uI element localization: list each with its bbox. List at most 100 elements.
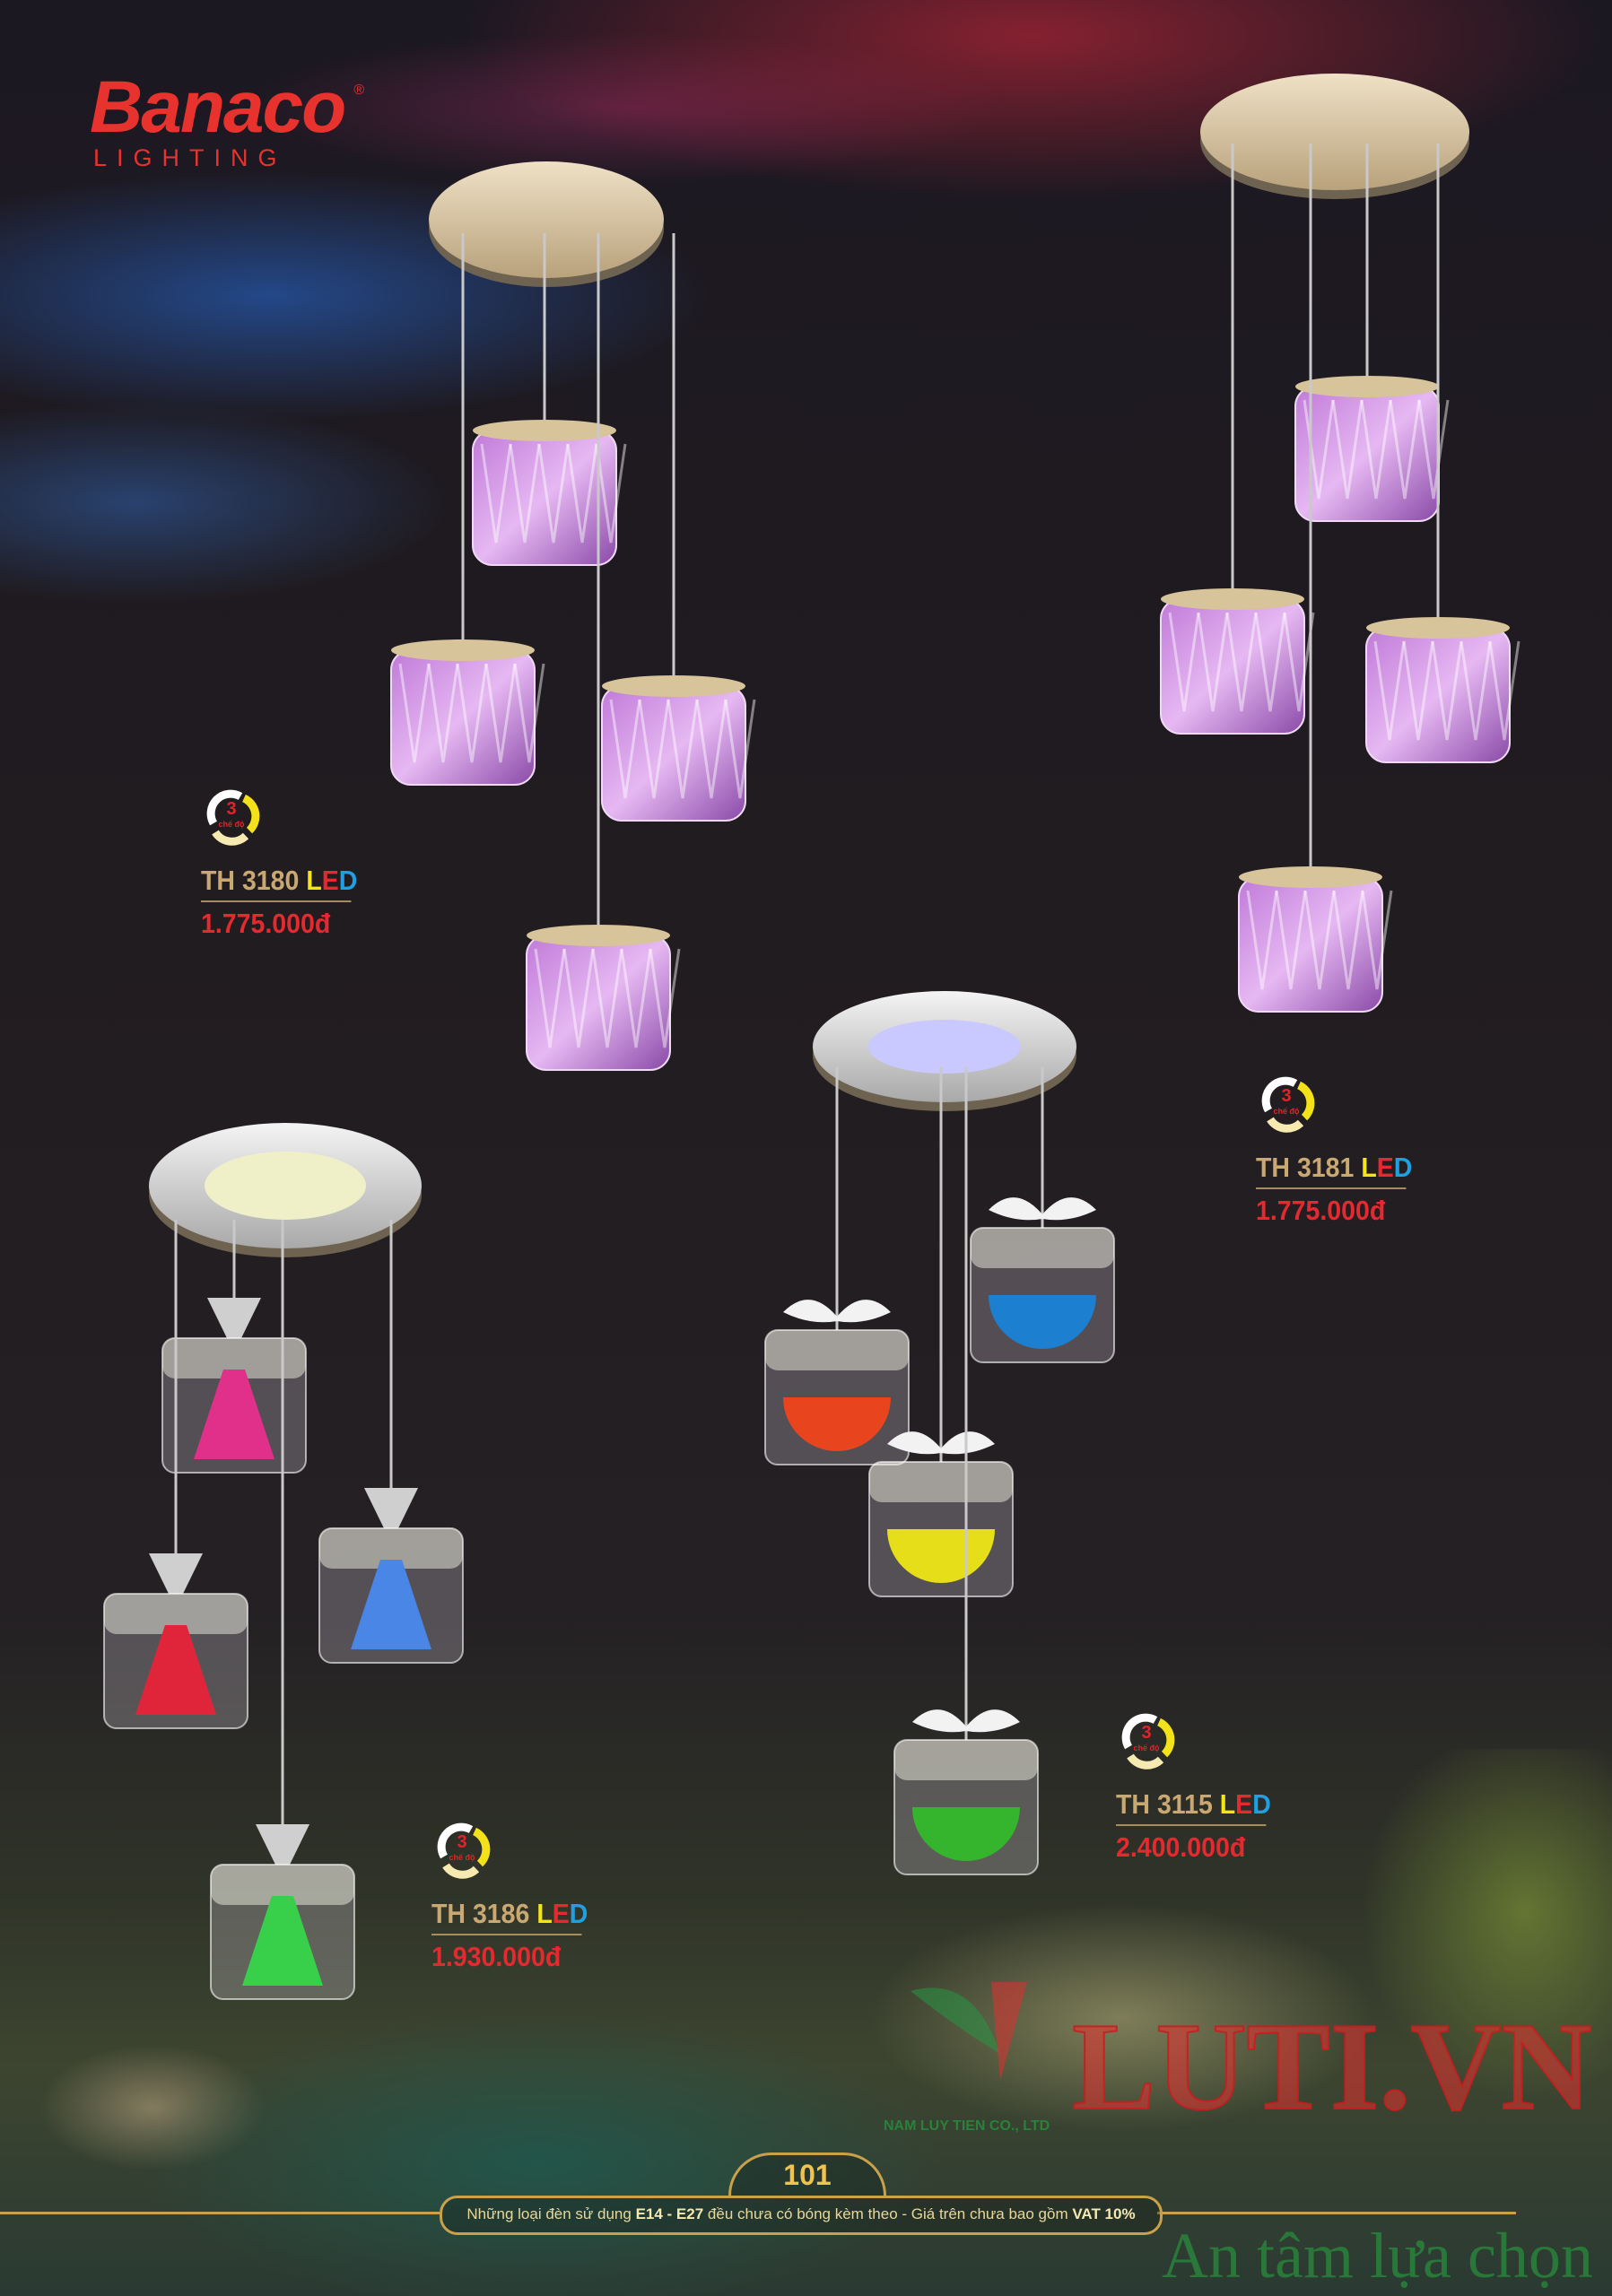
crystal-facet	[1303, 399, 1335, 500]
product-price: 1.775.000đ	[1256, 1195, 1386, 1226]
watermark-slogan: An tâm lựa chọn	[1162, 2220, 1593, 2292]
led-letter-d: D	[338, 865, 358, 896]
note-text: đều chưa có bóng kèm theo - Giá trên chư…	[703, 2205, 1073, 2222]
crystal-facet	[1389, 399, 1421, 500]
product-model: TH 3181 LED	[1256, 1152, 1412, 1189]
crystal-facet	[1417, 399, 1450, 500]
crystal-facet	[480, 443, 512, 544]
pendant-cap	[207, 1298, 261, 1338]
pendant-top-ring	[1366, 617, 1510, 639]
crystal-facet	[1488, 640, 1521, 741]
modes-label: chế độ	[218, 820, 245, 829]
crystal-facet	[513, 663, 545, 763]
led-letter-d: D	[1252, 1788, 1271, 1820]
led-ring	[894, 1740, 1038, 1780]
note-vat: VAT 10%	[1072, 2205, 1136, 2222]
crystal-facet	[638, 699, 670, 799]
crystal-facet	[566, 443, 598, 544]
led-panel	[205, 1152, 366, 1220]
modes-number: 3	[1281, 1086, 1292, 1106]
crystal-facet	[509, 443, 541, 544]
crystal-facet	[1402, 640, 1434, 741]
crystal-facet	[1360, 399, 1392, 500]
pendant-cap	[256, 1824, 309, 1865]
pendant-top-ring	[473, 420, 616, 441]
crystal-facet	[1225, 612, 1258, 712]
crystal-facet	[695, 699, 728, 799]
colored-cone	[351, 1560, 431, 1649]
crystal-facet	[537, 443, 570, 544]
model-number: TH 3181	[1256, 1152, 1355, 1183]
ceiling-canopy	[429, 161, 664, 278]
pendant-top-ring	[1239, 866, 1382, 888]
pendant-top-ring	[391, 639, 535, 661]
led-letter-d: D	[1393, 1152, 1413, 1183]
footer-rule-right	[1157, 2212, 1516, 2214]
pendant-cap	[364, 1488, 418, 1528]
modes-number: 3	[1141, 1723, 1152, 1743]
modes-label: chế độ	[449, 1853, 475, 1862]
product-model: TH 3186 LED	[431, 1898, 588, 1935]
crystal-facet	[1332, 890, 1364, 990]
led-letter-e: E	[321, 865, 339, 896]
led-letter-e: E	[552, 1898, 570, 1929]
crystal-facet	[534, 948, 566, 1048]
crystal-facet	[667, 699, 699, 799]
flower-cap	[887, 1431, 995, 1455]
crystal-facet	[609, 699, 641, 799]
led-letter-e: E	[1376, 1152, 1394, 1183]
page-number: 101	[728, 2152, 886, 2196]
pendant-cap	[149, 1553, 203, 1594]
flower-cap	[989, 1197, 1096, 1221]
model-number: TH 3180	[201, 865, 300, 896]
led-panel	[868, 1020, 1021, 1074]
product-model: TH 3115 LED	[1116, 1788, 1271, 1826]
model-number: TH 3186	[431, 1898, 530, 1929]
crystal-facet	[1197, 612, 1229, 712]
crystal-facet	[1431, 640, 1463, 741]
crystal-facet	[1283, 612, 1315, 712]
crystal-facet	[649, 948, 681, 1048]
pendant-top-ring	[527, 925, 670, 946]
crystal-facet	[1303, 890, 1336, 990]
pendant-top-ring	[1161, 588, 1304, 610]
crystal-facet	[427, 663, 459, 763]
modes-label: chế độ	[1133, 1744, 1160, 1752]
watermark-company: NAM LUY TIEN CO., LTD	[884, 2118, 1050, 2134]
led-letter-l: L	[1361, 1152, 1377, 1183]
crystal-facet	[1361, 890, 1393, 990]
led-ring	[971, 1228, 1114, 1268]
product-model: TH 3180 LED	[201, 865, 357, 902]
product-price: 2.400.000đ	[1116, 1831, 1246, 1863]
brand-name: Banaco	[90, 66, 346, 148]
pendant-top-ring	[602, 675, 745, 697]
led-letter-l: L	[306, 865, 322, 896]
colored-globe	[912, 1807, 1020, 1861]
flower-cap	[783, 1300, 891, 1323]
footer-rule-left	[0, 2212, 440, 2214]
brand-logo: Banaco LIGHTING ®	[90, 66, 364, 171]
flower-cap	[912, 1709, 1020, 1733]
crystal-facet	[1331, 399, 1364, 500]
led-ring	[765, 1330, 909, 1370]
watermark-site: LUTI.VN	[1071, 1996, 1593, 2137]
crystal-facet	[1373, 640, 1406, 741]
note-socket-types: E14 - E27	[635, 2205, 704, 2222]
led-ring	[869, 1462, 1013, 1502]
crystal-facet	[1254, 612, 1286, 712]
brand-subtitle: LIGHTING	[93, 144, 287, 171]
pendant-top-ring	[1295, 376, 1439, 397]
footer-note-band: Những loại đèn sử dụng E14 - E27 đều chư…	[440, 2196, 1163, 2235]
product-price: 1.930.000đ	[431, 1941, 562, 1972]
colored-cone	[135, 1625, 216, 1715]
colored-globe	[783, 1397, 891, 1451]
model-number: TH 3115	[1116, 1788, 1213, 1820]
